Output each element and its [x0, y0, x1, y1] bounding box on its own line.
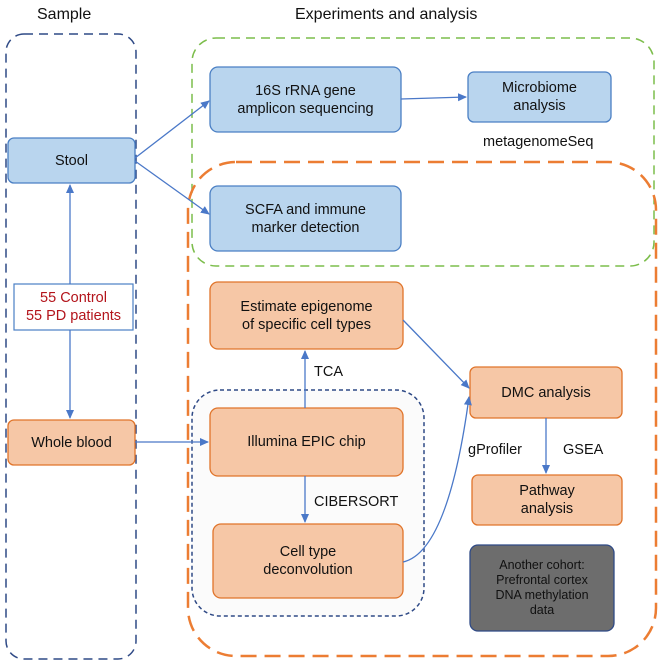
epigenome-box [209, 281, 404, 350]
pathway-box [471, 474, 623, 526]
dmc-label: DMC analysis [501, 384, 591, 401]
epigenome-label: Estimate epigenome of specific cell type… [240, 298, 373, 333]
scfa-label: SCFA and immune marker detection [245, 201, 366, 236]
illumina-label: Illumina EPIC chip [247, 434, 366, 450]
cohort-label: 55 Control 55 PD patients [25, 290, 122, 324]
pathway-label: Pathway analysis [519, 483, 575, 517]
cibersort-label: CIBERSORT [314, 494, 399, 510]
gsea-label: GSEA [563, 442, 604, 458]
experiments-header: Experiments and analysis [295, 6, 478, 23]
sample-region [5, 33, 137, 660]
microbiome-label: Microbiome analysis [502, 80, 577, 114]
arrow-stool-to-scfa [134, 160, 210, 215]
deconv-label: Cell type deconvolution [263, 544, 353, 578]
illumina-box [209, 407, 404, 477]
microbiome-box [467, 71, 612, 123]
cohort-box [13, 283, 134, 331]
metagenomeseq-label: metagenomeSeq [483, 134, 594, 150]
scfa-box [209, 185, 402, 252]
deconv-box [212, 523, 404, 599]
tca-label: TCA [314, 364, 343, 380]
sample-header: Sample [37, 6, 92, 23]
rrna-box [209, 66, 402, 133]
rrna-label: 16S rRNA gene amplicon sequencing [237, 82, 374, 117]
whole-blood-label: Whole blood [31, 434, 112, 451]
another-cohort-box [469, 544, 615, 632]
another-cohort-label: Another cohort: Prefrontal cortex DNA me… [495, 558, 589, 617]
arrow-deconv-to-dmc [402, 396, 472, 563]
microbiome-region [191, 37, 655, 267]
arrow-epigenome-to-dmc [402, 319, 470, 389]
methylation-region [186, 160, 658, 658]
arrow-rrna-to-microbiome [400, 93, 467, 102]
stool-box [7, 137, 136, 184]
stool-label: Stool [54, 152, 89, 169]
gprofiler-label: gProfiler [468, 442, 522, 458]
arrow-stool-to-rrna [134, 100, 210, 159]
